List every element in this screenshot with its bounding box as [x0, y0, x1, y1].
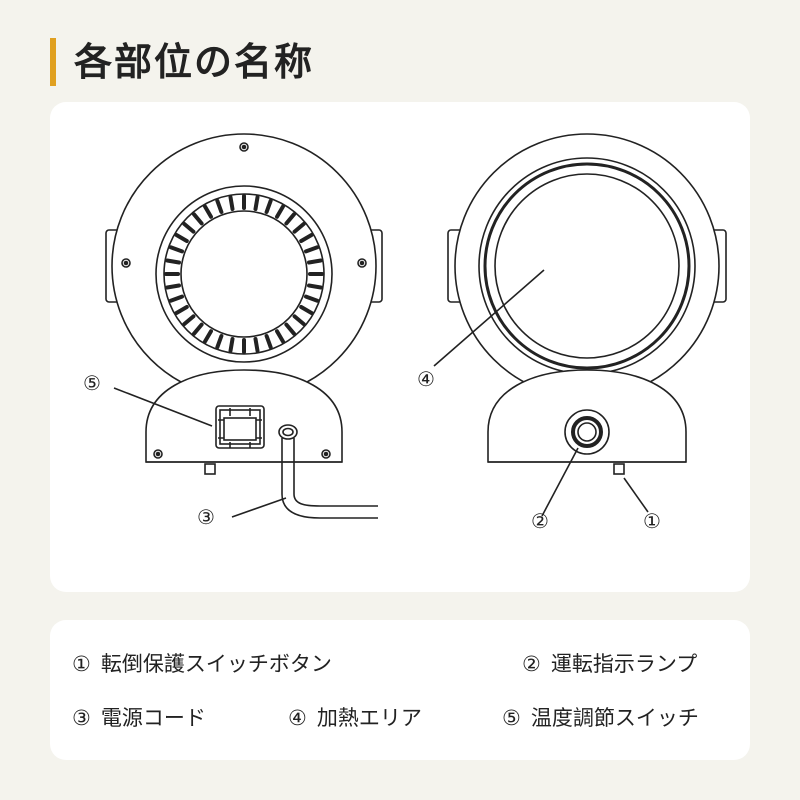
grille-ring-outer	[155, 185, 333, 363]
grille-slot	[292, 314, 306, 327]
grille-slot	[182, 221, 196, 234]
legend-label-5: 温度調節スイッチ	[530, 706, 699, 730]
grille-slot	[168, 245, 184, 254]
grille-slot	[174, 233, 189, 243]
grille-slot	[307, 283, 323, 290]
grille-slots	[164, 194, 324, 354]
temperature-switch	[215, 405, 265, 449]
grille-slot	[168, 294, 184, 303]
screw-top	[239, 142, 249, 152]
grille-slot	[228, 337, 235, 353]
grille-slot	[174, 305, 189, 315]
page-title: 各部位の名称	[74, 40, 315, 84]
leader-5	[113, 387, 213, 427]
grille-slot	[191, 322, 204, 336]
legend-label-1: 転倒保護スイッチボタン	[100, 652, 332, 676]
grille-slot	[215, 198, 224, 214]
power-cord	[281, 438, 378, 519]
callout-5: ⑤	[83, 371, 101, 395]
grille-slot	[182, 314, 196, 327]
grille-slot	[165, 283, 181, 290]
legend-item-1: ① 転倒保護スイッチボタン	[72, 650, 332, 678]
grille-slot	[275, 204, 285, 219]
grille-slot	[165, 258, 181, 265]
callout-2: ②	[531, 509, 549, 533]
grille-slot	[264, 198, 273, 214]
grille-slot	[228, 195, 235, 211]
legend-num-2: ②	[522, 652, 541, 676]
legend-num-4: ④	[288, 706, 307, 730]
grille-slot	[253, 195, 260, 211]
legend-item-5: ⑤ 温度調節スイッチ	[502, 704, 699, 732]
leader-4	[433, 269, 545, 367]
legend-item-2: ② 運転指示ランプ	[522, 650, 697, 678]
grille-slot	[284, 212, 297, 226]
grille-slot	[299, 305, 314, 315]
screw-left	[121, 258, 131, 268]
grille-slot	[253, 337, 260, 353]
grille-center	[180, 210, 308, 338]
grille-slot	[264, 334, 273, 350]
heating-area	[494, 173, 680, 359]
grille-slot	[191, 212, 204, 226]
grille-slot	[292, 221, 306, 234]
tip-over-switch	[613, 463, 625, 475]
heater-diagram: ⑤ ③ ④ ② ①	[83, 133, 727, 533]
legend-item-4: ④ 加熱エリア	[288, 704, 422, 732]
grille-slot	[275, 329, 285, 344]
grille-slot	[307, 258, 323, 265]
front-view	[433, 133, 727, 517]
grille-slot	[203, 204, 213, 219]
grille-slot	[299, 233, 314, 243]
grille-slot	[304, 294, 320, 303]
leader-1	[623, 477, 649, 513]
indicator-lamp-outer	[564, 409, 610, 455]
legend-num-3: ③	[72, 706, 91, 730]
legend-num-5: ⑤	[502, 706, 521, 730]
legend-item-3: ③ 電源コード	[72, 704, 206, 732]
power-cord-outlet	[278, 424, 298, 440]
back-foot	[204, 463, 216, 475]
callout-4: ④	[417, 367, 435, 391]
indicator-lamp	[571, 416, 603, 448]
back-base	[145, 369, 343, 463]
back-view	[105, 133, 383, 519]
legend-label-3: 電源コード	[100, 706, 206, 730]
back-body-circle	[111, 133, 377, 399]
leader-3	[231, 497, 287, 518]
legend-label-4: 加熱エリア	[316, 706, 422, 730]
screw-right	[357, 258, 367, 268]
leader-2	[541, 447, 579, 517]
title-accent-bar	[50, 38, 56, 86]
callout-3: ③	[197, 505, 215, 529]
diagram-panel: ⑤ ③ ④ ② ①	[50, 102, 750, 592]
grille-slot	[284, 322, 297, 336]
legend-label-2: 運転指示ランプ	[550, 652, 698, 676]
legend-num-1: ①	[72, 652, 91, 676]
callout-1: ①	[643, 509, 661, 533]
grille-slot	[215, 334, 224, 350]
grille-slot	[203, 329, 213, 344]
parts-legend: ① 転倒保護スイッチボタン ② 運転指示ランプ ③ 電源コード ④ 加熱エリア ⑤ 温度調…	[50, 620, 750, 760]
grille-slot	[304, 245, 320, 254]
